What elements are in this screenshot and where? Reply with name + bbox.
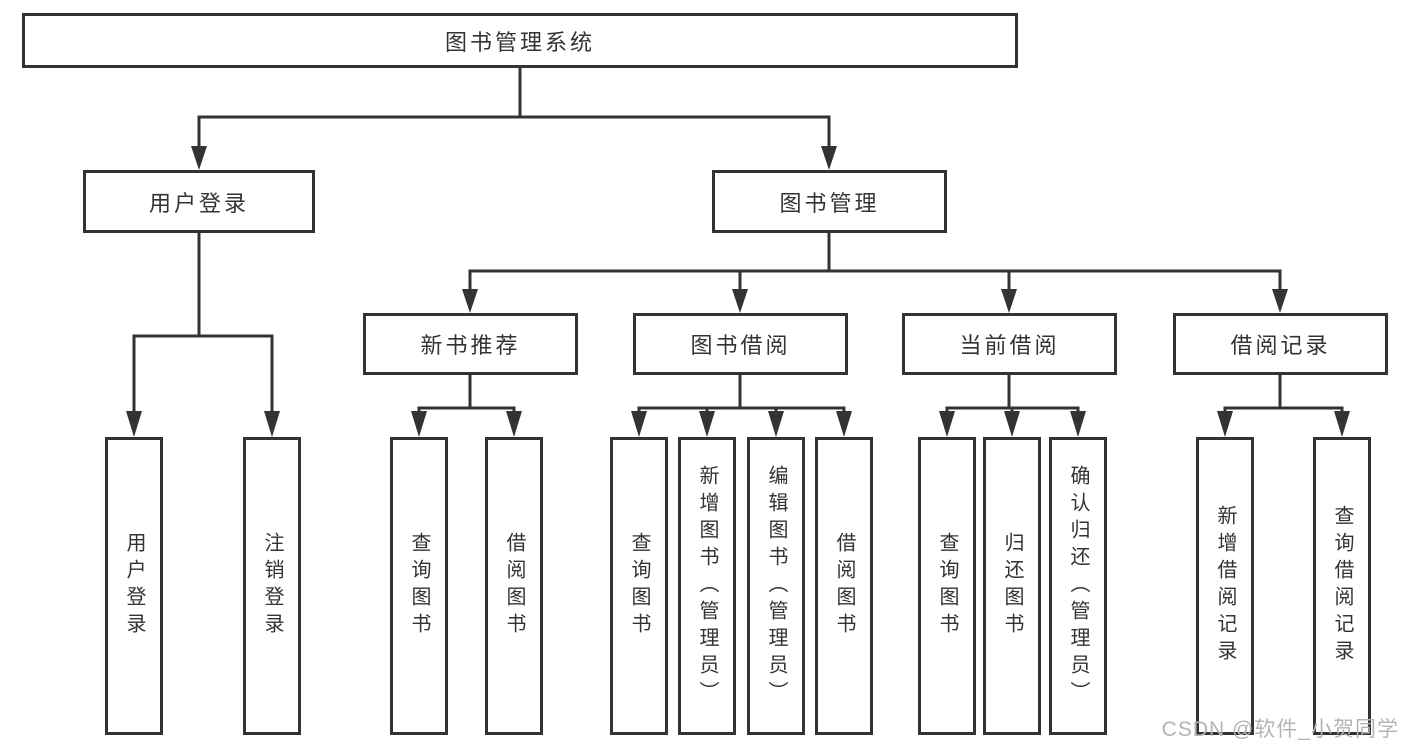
arrowhead [631,411,647,437]
leaf-query-books-borrow-label: 查询图书 [628,532,650,640]
node-book-borrow: 图书借阅 [633,313,848,375]
leaf-user-login-label: 用户登录 [123,532,145,640]
arrowhead [462,289,478,313]
leaf-borrow-books: 借阅图书 [815,437,873,735]
arrowhead [126,411,142,437]
leaf-borrow-books-label: 借阅图书 [833,532,855,640]
arrowhead [1272,289,1288,313]
node-book-borrow-label: 图书借阅 [690,333,791,358]
leaf-query-books-current: 查询图书 [918,437,976,735]
leaf-add-book-admin: 新增图书（管理员） [678,437,736,735]
node-book-management-label: 图书管理 [779,190,880,216]
arrowhead [732,289,748,313]
node-user-login-label: 用户登录 [148,190,249,216]
node-borrow-records-label: 借阅记录 [1230,333,1331,358]
arrowhead [191,146,207,170]
leaf-query-books-recommend: 查询图书 [390,437,448,735]
arrowhead [264,411,280,437]
arrowhead [1334,411,1350,437]
node-new-book-recommend-label: 新书推荐 [420,333,521,358]
leaf-user-login: 用户登录 [105,437,163,735]
arrowhead [939,411,955,437]
node-library-system: 图书管理系统 [22,13,1018,68]
arrowhead [411,411,427,437]
leaf-confirm-return-admin-label: 确认归还（管理员） [1067,464,1089,708]
node-new-book-recommend: 新书推荐 [363,313,578,375]
node-library-system-label: 图书管理系统 [444,29,595,55]
watermark: CSDN @软件_小贺同学 [1161,718,1399,741]
arrowhead [699,411,715,437]
arrowhead [506,411,522,437]
node-current-borrow-label: 当前借阅 [959,333,1060,358]
node-borrow-records: 借阅记录 [1173,313,1388,375]
arrowhead [836,411,852,437]
arrowhead [1001,289,1017,313]
leaf-query-books-borrow: 查询图书 [610,437,668,735]
node-book-management: 图书管理 [712,170,947,233]
leaf-add-borrow-record: 新增借阅记录 [1196,437,1254,735]
leaf-query-books-current-label: 查询图书 [936,532,958,640]
arrowhead [1217,411,1233,437]
leaf-logout: 注销登录 [243,437,301,735]
arrowhead [768,411,784,437]
leaf-borrow-books-recommend-label: 借阅图书 [503,532,525,640]
leaf-return-book-label: 归还图书 [1001,532,1023,640]
node-user-login: 用户登录 [83,170,315,233]
leaf-edit-book-admin: 编辑图书（管理员） [747,437,805,735]
arrowhead [1004,411,1020,437]
leaf-edit-book-admin-label: 编辑图书（管理员） [765,464,787,708]
node-current-borrow: 当前借阅 [902,313,1117,375]
leaf-add-borrow-record-label: 新增借阅记录 [1214,505,1236,667]
leaf-logout-label: 注销登录 [261,532,283,640]
leaf-query-borrow-record: 查询借阅记录 [1313,437,1371,735]
arrowhead [1070,411,1086,437]
arrowhead [821,146,837,170]
leaf-confirm-return-admin: 确认归还（管理员） [1049,437,1107,735]
leaf-query-borrow-record-label: 查询借阅记录 [1331,505,1353,667]
leaf-query-books-recommend-label: 查询图书 [408,532,430,640]
leaf-add-book-admin-label: 新增图书（管理员） [696,464,718,708]
leaf-return-book: 归还图书 [983,437,1041,735]
leaf-borrow-books-recommend: 借阅图书 [485,437,543,735]
